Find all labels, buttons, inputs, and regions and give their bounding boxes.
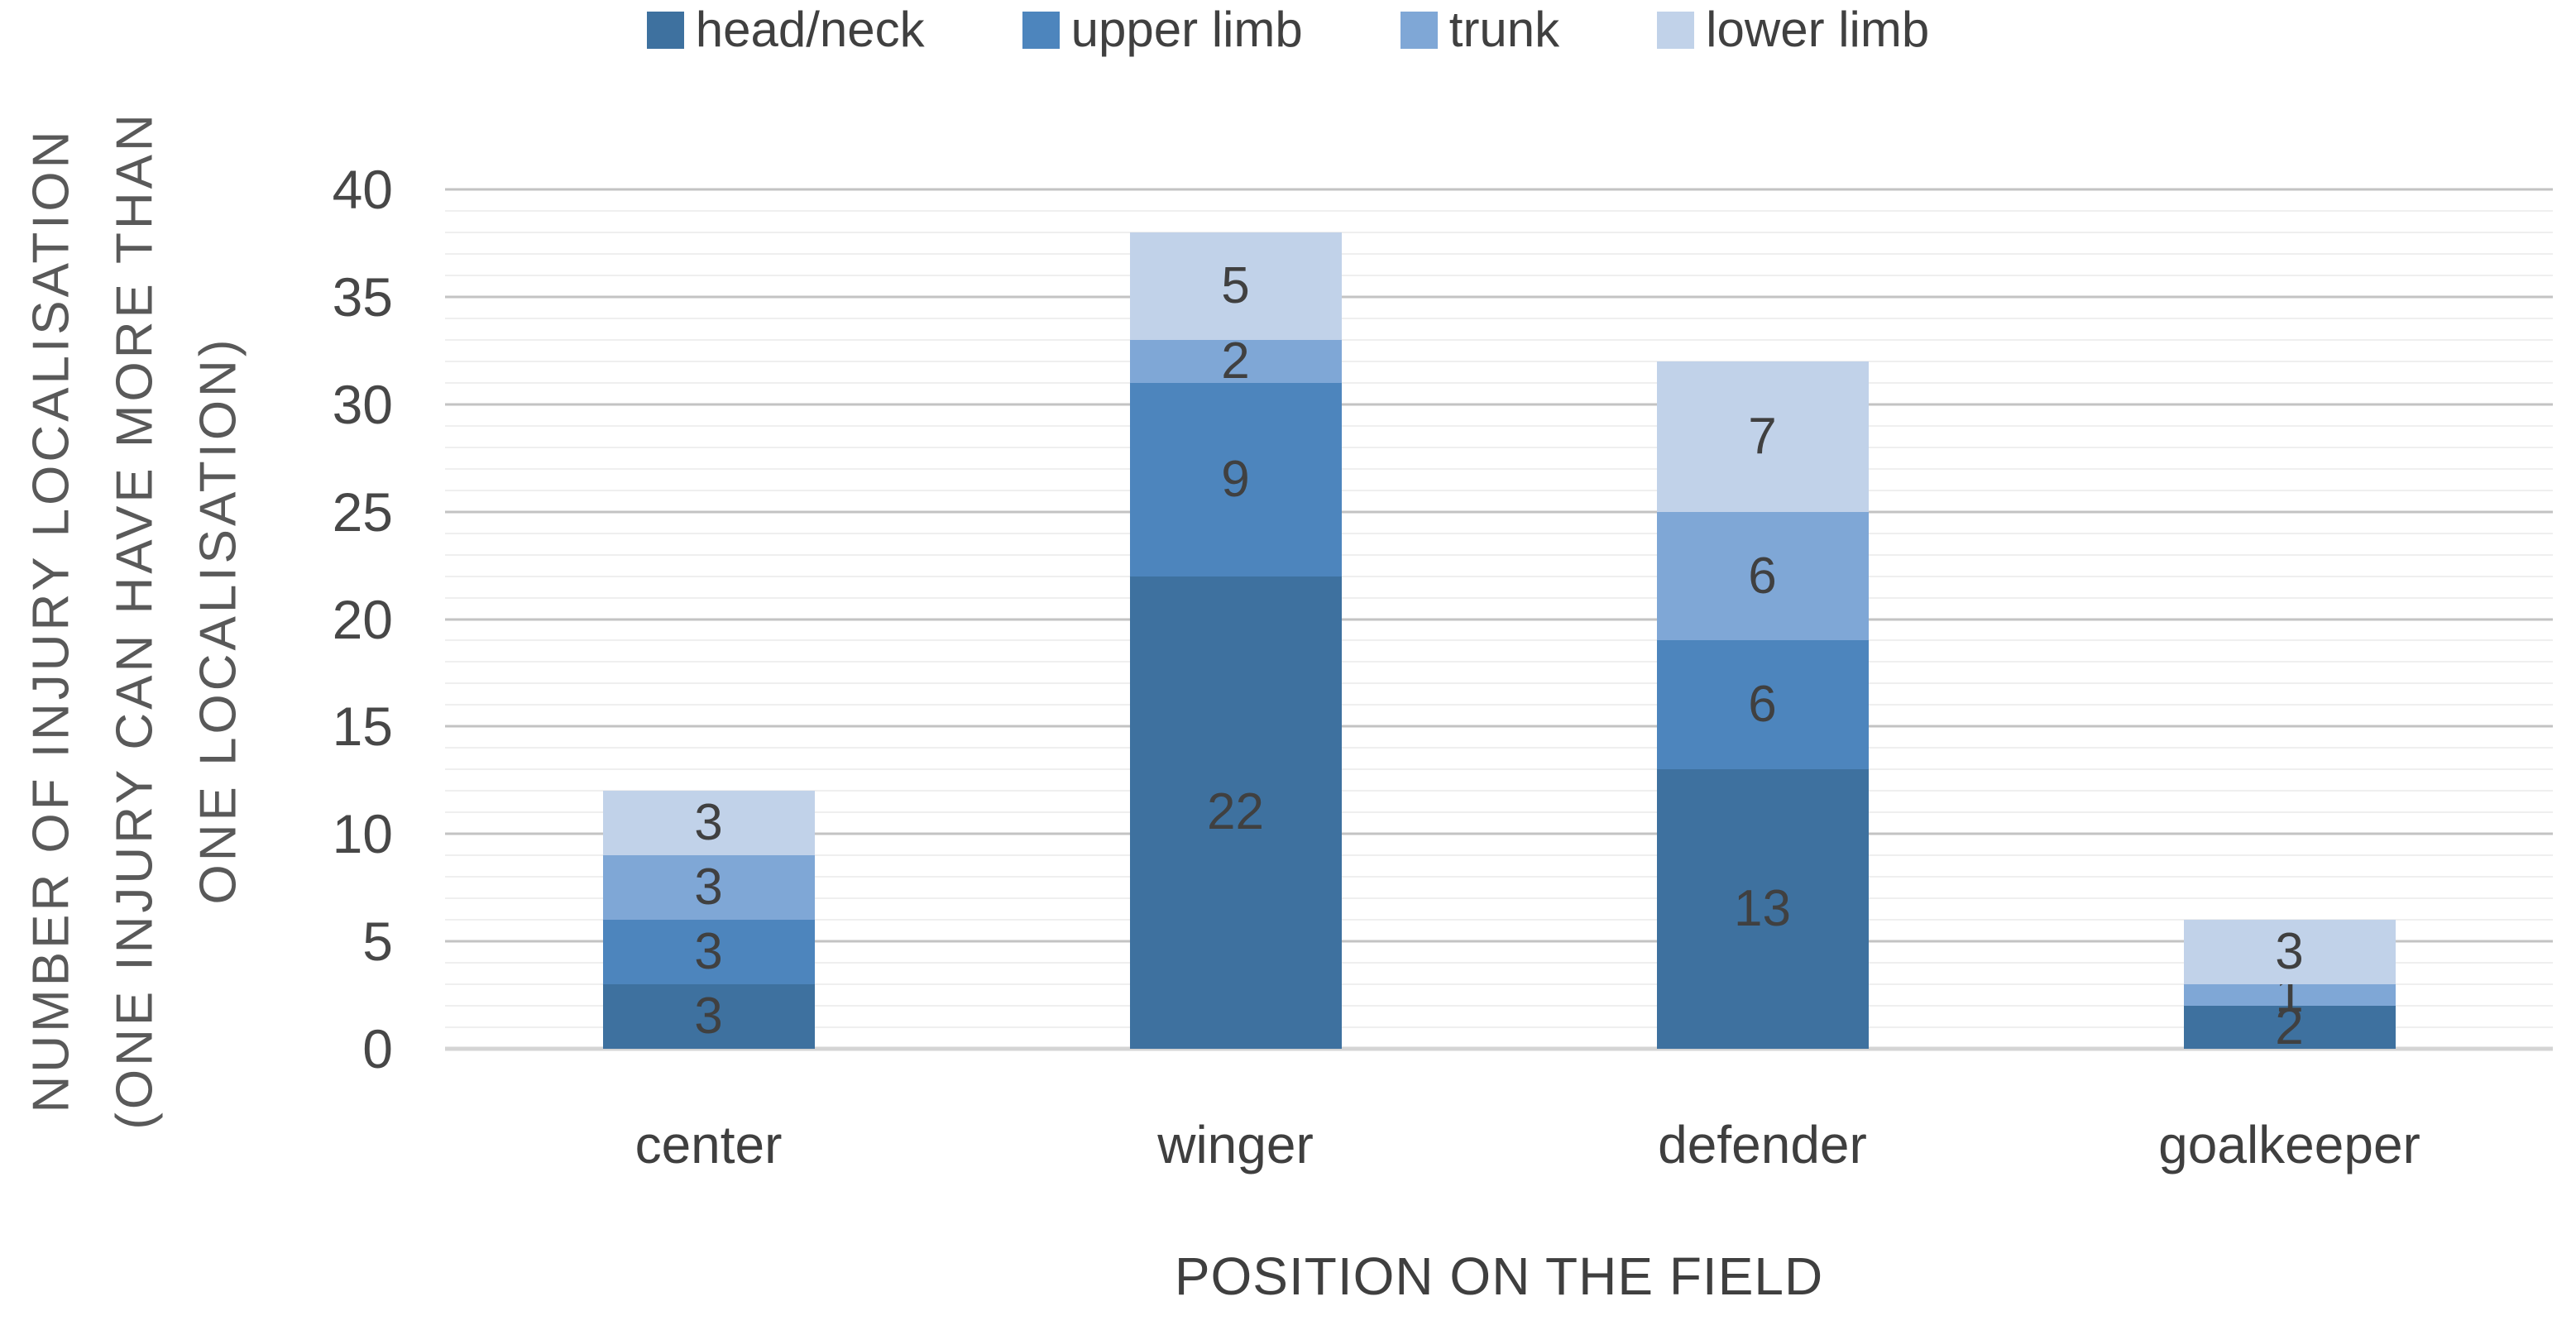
bar-segment-winger-lower-limb [1129, 232, 1342, 340]
legend-label-lower-limb: lower limb [1706, 2, 1930, 57]
y-axis-title-line-1: NUMBER OF INJURY LOCALISATION [22, 127, 80, 1113]
legend-swatch-lower-limb [1657, 11, 1695, 49]
bar-segment-winger-upper-limb [1129, 382, 1342, 576]
gridline-minor [445, 962, 2553, 964]
gridline-major [445, 832, 2553, 835]
legend-label-upper-limb: upper limb [1070, 2, 1303, 57]
gridline-minor [445, 467, 2553, 470]
gridline-minor [445, 854, 2553, 857]
gridline-minor [445, 919, 2553, 921]
gridline-minor [445, 553, 2553, 556]
bar-segment-goalkeeper-head-neck [2183, 1006, 2396, 1049]
gridline-minor [445, 682, 2553, 685]
bar-segment-winger-head-neck [1129, 576, 1342, 1049]
legend: head/neck upper limb trunk lower limb [0, 5, 2576, 55]
bar-segment-center-lower-limb [602, 791, 815, 856]
gridline-minor [445, 639, 2553, 642]
gridline-major [445, 725, 2553, 728]
bar-segment-center-trunk [602, 855, 815, 921]
gridline-minor [445, 209, 2553, 212]
bar-segment-goalkeeper-trunk [2183, 984, 2396, 1007]
legend-label-head-neck: head/neck [695, 2, 925, 57]
gridline-major [445, 940, 2553, 943]
gridline-major [445, 510, 2553, 514]
gridline-minor [445, 532, 2553, 534]
bar-segment-defender-trunk [1656, 511, 1869, 641]
gridline-minor [445, 983, 2553, 986]
bar-segment-center-upper-limb [602, 920, 815, 985]
gridline-minor [445, 747, 2553, 749]
gridline-major [445, 295, 2553, 299]
x-category-label-goalkeeper: goalkeeper [2158, 1115, 2420, 1175]
gridline-minor [445, 252, 2553, 255]
gridline-minor [445, 704, 2553, 706]
legend-swatch-upper-limb [1022, 11, 1060, 49]
gridline-major [445, 618, 2553, 620]
y-tick-label-10: 10 [332, 803, 393, 865]
legend-label-trunk: trunk [1448, 2, 1560, 57]
legend-item-trunk: trunk [1400, 2, 1560, 57]
gridline-minor [445, 274, 2553, 276]
gridline-minor [445, 575, 2553, 577]
gridline-minor [445, 317, 2553, 319]
x-category-label-defender: defender [1658, 1115, 1867, 1175]
x-axis-line [445, 1046, 2553, 1051]
y-axis-title-line-2: (ONE INJURY CAN HAVE MORE THAN [106, 111, 164, 1130]
gridline-minor [445, 811, 2553, 814]
gridline-major [445, 188, 2553, 191]
gridline-minor [445, 360, 2553, 362]
x-axis-title: POSITION ON THE FIELD [1174, 1246, 1824, 1306]
bar-segment-center-head-neck [602, 984, 815, 1049]
x-category-label-center: center [634, 1115, 783, 1175]
y-tick-label-40: 40 [332, 159, 393, 220]
legend-swatch-trunk [1400, 11, 1438, 49]
gridline-major [445, 403, 2553, 406]
y-tick-label-20: 20 [332, 588, 393, 650]
bar-segment-defender-upper-limb [1656, 640, 1869, 770]
gridline-minor [445, 768, 2553, 771]
bar-segment-defender-head-neck [1656, 769, 1869, 1049]
y-tick-label-35: 35 [332, 266, 393, 328]
gridline-minor [445, 489, 2553, 491]
gridline-minor [445, 1005, 2553, 1007]
y-tick-label-5: 5 [362, 911, 393, 973]
gridline-minor [445, 231, 2553, 233]
gridline-minor [445, 446, 2553, 448]
gridline-minor [445, 338, 2553, 341]
bar-segment-winger-trunk [1129, 339, 1342, 383]
x-category-label-winger: winger [1157, 1115, 1314, 1175]
gridline-minor [445, 661, 2553, 663]
bar-segment-defender-lower-limb [1656, 361, 1869, 512]
gridline-minor [445, 790, 2553, 792]
gridline-minor [445, 876, 2553, 878]
gridline-minor [445, 424, 2553, 427]
bar-segment-goalkeeper-lower-limb [2183, 920, 2396, 985]
y-tick-label-15: 15 [332, 696, 393, 758]
y-tick-label-30: 30 [332, 373, 393, 435]
y-tick-label-0: 0 [362, 1018, 393, 1079]
legend-swatch-head-neck [646, 11, 684, 49]
gridline-minor [445, 897, 2553, 900]
gridline-minor [445, 381, 2553, 384]
gridline-minor [445, 596, 2553, 599]
legend-item-upper-limb: upper limb [1022, 5, 1303, 55]
gridline-minor [445, 1026, 2553, 1029]
legend-item-head-neck: head/neck [646, 2, 925, 57]
y-tick-label-25: 25 [332, 481, 393, 543]
legend-item-lower-limb: lower limb [1657, 5, 1929, 55]
